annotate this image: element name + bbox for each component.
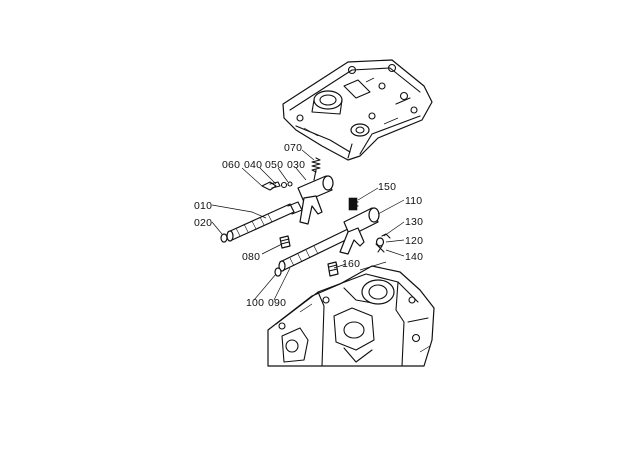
callout-130: 130 [405, 216, 423, 228]
small-parts [220, 233, 391, 277]
leader-lines [211, 149, 405, 301]
spring-150 [348, 197, 359, 211]
callout-100: 100 [246, 297, 264, 309]
shift-fork-030 [297, 169, 334, 225]
callout-150: 150 [378, 181, 396, 193]
lower-housing [267, 261, 435, 367]
callout-070: 070 [284, 142, 302, 154]
callout-060: 060 [222, 159, 240, 171]
callout-090: 090 [268, 297, 286, 309]
callout-050: 050 [265, 159, 283, 171]
spring-070 [311, 157, 321, 173]
callout-labels: 010 020 030 040 050 060 070 080 090 100 … [194, 142, 423, 309]
callout-010: 010 [194, 200, 212, 212]
top-cover [282, 59, 433, 161]
callout-040: 040 [244, 159, 262, 171]
callout-160: 160 [342, 258, 360, 270]
callout-110: 110 [405, 195, 422, 207]
callout-020: 020 [194, 217, 212, 229]
shift-rod-010 [226, 201, 303, 242]
callout-080: 080 [242, 251, 260, 263]
callout-120: 120 [405, 235, 423, 247]
shift-fork-110 [339, 207, 380, 255]
detent-parts [261, 181, 293, 191]
callout-030: 030 [287, 159, 305, 171]
callout-140: 140 [405, 251, 423, 263]
